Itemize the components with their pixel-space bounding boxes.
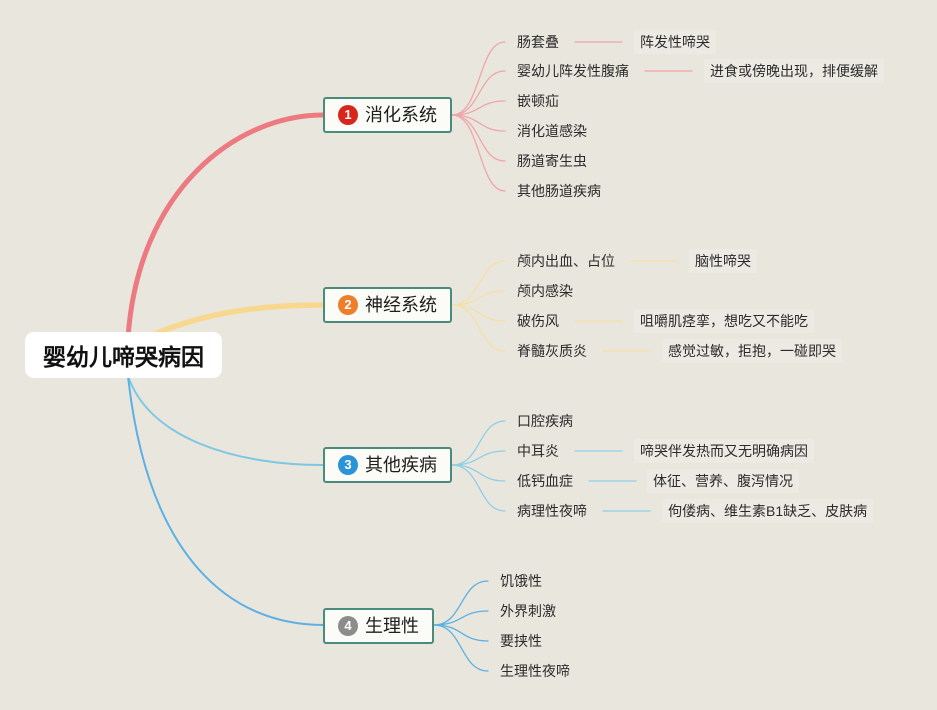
branch-1-subtopic-3: 嵌顿疝 [517,93,559,109]
connector-branch-4-subtopic-1 [433,580,489,626]
connector-root-to-branch-1 [125,112,326,341]
branch-3-subtopic-4: 病理性夜啼 [517,503,587,519]
connector-branch-4-subtopic-2 [433,610,489,626]
connector-branch-1-subtopic-3 [451,100,506,116]
connector-branch-1-subtopic-1 [451,41,506,116]
connector-root-to-branch-2 [147,302,326,339]
branch-3-subtopic-3: 低钙血症 [517,473,573,489]
branch-2-subtopic-3-detail: 咀嚼肌痉挛，想吃又不能吃 [634,309,814,333]
main-topic-4-label: 生理性 [365,616,419,636]
main-topic-1: 1 消化系统 [323,97,452,133]
branch-4-subtopic-4: 生理性夜啼 [500,663,570,679]
connector-branch-4-subtopic-4 [433,624,489,672]
branch-1-subtopic-1: 肠套叠 [517,34,559,50]
branch-1-subtopic-5: 肠道寄生虫 [517,153,587,169]
priority-badge-1: 1 [338,105,358,125]
main-topic-3: 3 其他疾病 [323,447,452,483]
branch-4-subtopic-3: 要挟性 [500,633,542,649]
priority-badge-4: 4 [338,616,358,636]
connector-branch-1-subtopic-5 [451,114,506,162]
priority-badge-2: 2 [338,295,358,315]
branch-3-subtopic-1: 口腔疾病 [517,413,573,429]
branch-1-subtopic-6: 其他肠道疾病 [517,183,601,199]
branch-4-subtopic-2: 外界刺激 [500,603,556,619]
branch-3-subtopic-2-detail: 啼哭伴发热而又无明确病因 [634,439,814,463]
connector-root-to-branch-4 [127,375,324,626]
connector-branch-2-subtopic-3 [451,304,506,322]
connector-branch-3-subtopic-3 [451,464,506,482]
central-topic: 婴幼儿啼哭病因 [25,332,222,378]
branch-2-subtopic-1: 颅内出血、占位 [517,253,615,269]
main-topic-3-label: 其他疾病 [365,455,437,475]
main-topic-2-label: 神经系统 [365,295,437,315]
branch-1-subtopic-2: 婴幼儿阵发性腹痛 [517,63,629,79]
branch-2-subtopic-2: 颅内感染 [517,283,573,299]
connector-branch-2-subtopic-4 [451,304,506,352]
connector-branch-1-subtopic-6 [451,114,506,192]
connector-root-to-branch-3 [127,375,324,466]
connector-branch-2-subtopic-1 [451,260,506,306]
branch-4-subtopic-1: 饥饿性 [500,573,542,589]
connector-branch-1-subtopic-2 [451,70,506,116]
branch-2-subtopic-1-detail: 脑性啼哭 [689,249,757,273]
connector-branch-4-subtopic-3 [433,624,489,642]
connector-branch-3-subtopic-1 [451,420,506,466]
connector-branch-3-subtopic-2 [451,450,506,466]
main-topic-1-label: 消化系统 [365,105,437,125]
branch-3-subtopic-4-detail: 佝偻病、维生素B1缺乏、皮肤病 [662,499,874,523]
branch-2-subtopic-4-detail: 感觉过敏，拒抱，一碰即哭 [662,339,842,363]
branch-3-subtopic-3-detail: 体征、营养、腹泻情况 [647,469,799,493]
branch-2-subtopic-4: 脊髓灰质炎 [517,343,587,359]
connector-branch-2-subtopic-2 [451,290,506,306]
branch-3-subtopic-2: 中耳炎 [517,443,559,459]
branch-1-subtopic-4: 消化道感染 [517,123,587,139]
main-topic-4: 4 生理性 [323,608,434,644]
priority-badge-3: 3 [338,455,358,475]
central-topic-label: 婴幼儿啼哭病因 [43,344,204,370]
connector-branch-3-subtopic-4 [451,464,506,512]
branch-2-subtopic-3: 破伤风 [517,313,559,329]
main-topic-2: 2 神经系统 [323,287,452,323]
branch-1-subtopic-1-detail: 阵发性啼哭 [634,30,716,54]
branch-1-subtopic-2-detail: 进食或傍晚出现，排便缓解 [704,59,884,83]
